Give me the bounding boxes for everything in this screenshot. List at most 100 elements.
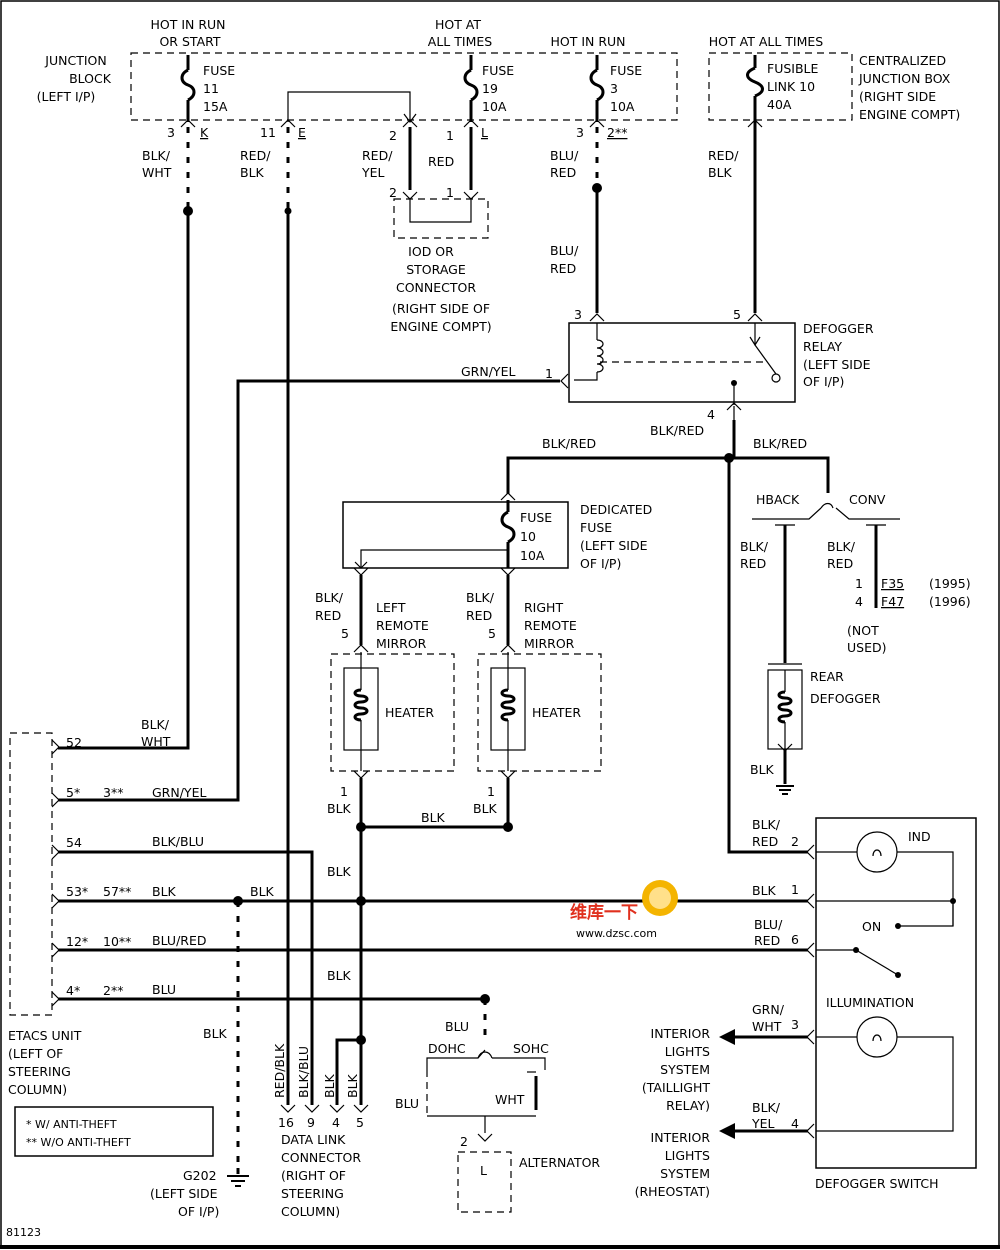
header-hot-run: HOT IN RUN [550,34,625,49]
centralized-junction-box-label: CENTRALIZED JUNCTION BOX (RIGHT SIDE ENG… [858,53,960,122]
svg-text:3**: 3** [103,785,123,800]
ground-g202-label: G202 (LEFT SIDE OF I/P) [150,1168,219,1219]
svg-text:1: 1 [855,576,863,591]
svg-text:19: 19 [482,81,498,96]
svg-text:RED: RED [740,556,766,571]
svg-text:BLOCK: BLOCK [69,71,112,86]
wire-red-blk-relay5: RED/ BLK [708,122,757,313]
svg-text:3: 3 [574,307,582,322]
svg-text:STORAGE: STORAGE [406,262,466,277]
svg-text:DOHC: DOHC [428,1041,466,1056]
svg-text:RED: RED [827,556,853,571]
svg-text:GRN/: GRN/ [752,1002,785,1017]
svg-text:RED: RED [550,261,576,276]
svg-text:维库一下: 维库一下 [570,902,638,923]
svg-text:INTERIOR: INTERIOR [651,1130,711,1145]
svg-text:RED/: RED/ [362,148,393,163]
svg-text:3: 3 [610,81,618,96]
svg-text:F35: F35 [881,576,904,591]
svg-text:(RIGHT OF: (RIGHT OF [281,1168,346,1183]
svg-text:BLU/: BLU/ [550,243,579,258]
svg-text:5: 5 [733,307,741,322]
svg-text:FUSE: FUSE [610,63,642,78]
svg-text:COLUMN): COLUMN) [8,1082,67,1097]
fuse-3: FUSE 3 10A [589,55,642,122]
svg-text:BLK: BLK [203,1026,228,1041]
svg-text:HEATER: HEATER [532,705,581,720]
svg-text:* W/ ANTI-THEFT: * W/ ANTI-THEFT [26,1118,117,1131]
svg-text:(1996): (1996) [929,594,971,609]
svg-text:REAR: REAR [810,669,844,684]
svg-text:ETACS UNIT: ETACS UNIT [8,1028,82,1043]
svg-text:CONNECTOR: CONNECTOR [281,1150,361,1165]
svg-text:BLK: BLK [152,884,177,899]
svg-text:DEFOGGER: DEFOGGER [810,691,881,706]
svg-text:BLK/BLU: BLK/BLU [152,834,204,849]
wire-blk-red-relay4: 4 BLK/RED BLK/RED BLK/RED [506,402,830,854]
svg-text:BLU: BLU [395,1096,419,1111]
svg-text:FUSIBLE: FUSIBLE [767,61,818,76]
legend: * W/ ANTI-THEFT ** W/O ANTI-THEFT [14,1106,214,1157]
wire-blu-alternator: BLU BLU [58,982,490,1040]
wire-red-blk-dlc16: RED/ BLK RED/BLK [240,127,292,1105]
junction-block-pins: 3 K 11 E 2 1 L 3 2** [167,119,763,143]
svg-text:BLK/: BLK/ [466,590,495,605]
svg-text:FUSE: FUSE [520,510,552,525]
rear-defogger: REAR DEFOGGER BLK [750,663,881,795]
svg-text:(RIGHT SIDE: (RIGHT SIDE [859,89,936,104]
svg-text:BLK: BLK [473,801,498,816]
svg-text:SYSTEM: SYSTEM [660,1166,710,1181]
svg-text:2: 2 [389,128,397,143]
alternator-option: DOHC SOHC BLU WHT [395,1041,549,1133]
wire-blk-wht-etacs52: BLK/ WHT BLK/ WHT [58,127,193,750]
svg-text:1: 1 [791,882,799,897]
svg-text:STEERING: STEERING [281,1186,344,1201]
svg-text:DATA LINK: DATA LINK [281,1132,346,1147]
svg-text:OR START: OR START [159,34,220,49]
svg-text:BLK/: BLK/ [142,148,171,163]
svg-text:15A: 15A [203,99,228,114]
svg-text:RED: RED [428,154,454,169]
svg-text:2**: 2** [103,983,123,998]
svg-text:(LEFT SIDE: (LEFT SIDE [803,357,871,372]
wire-blk-blu-dlc9: BLK/BLU BLK/BLU [58,834,314,1105]
svg-text:11: 11 [260,125,276,140]
defogger-relay-internals: 3 5 [574,307,781,405]
svg-text:G202: G202 [183,1168,217,1183]
svg-text:HOT AT: HOT AT [435,17,481,32]
alternator: 2 L ALTERNATOR [457,1133,600,1213]
svg-text:RED: RED [754,933,780,948]
svg-text:10: 10 [520,529,536,544]
svg-text:BLK: BLK [322,1073,337,1098]
etacs-label: ETACS UNIT (LEFT OF STEERING COLUMN) [8,1028,82,1097]
svg-text:1: 1 [487,784,495,799]
svg-text:BLU: BLU [445,1019,469,1034]
left-mirror-heater: HEATER [330,644,455,779]
svg-text:ALL TIMES: ALL TIMES [428,34,492,49]
svg-text:INTERIOR: INTERIOR [651,1026,711,1041]
svg-text:WHT: WHT [141,734,171,749]
fuse-10: FUSE 10 10A [354,492,552,569]
interior-lights-rheostat: BLK/ YEL INTERIOR LIGHTS SYSTEM (RHEOSTA… [635,1100,808,1199]
svg-text:BLK/: BLK/ [141,717,170,732]
fusible-link-10: FUSIBLE LINK 10 40A [746,55,818,122]
etacs-unit-box [9,732,53,1016]
svg-text:L: L [481,125,488,140]
svg-text:STEERING: STEERING [8,1064,71,1079]
svg-text:BLU/RED: BLU/RED [152,933,207,948]
svg-text:RELAY): RELAY) [666,1098,710,1113]
svg-text:4: 4 [707,407,715,422]
watermark-logo: 维库一下 www.dzsc.com [570,880,678,940]
svg-text:RED: RED [466,608,492,623]
svg-text:1: 1 [446,185,454,200]
svg-text:MIRROR: MIRROR [524,636,575,651]
svg-text:OF I/P): OF I/P) [580,556,621,571]
wire-red-iod: RED [428,127,473,190]
svg-text:REMOTE: REMOTE [376,618,429,633]
svg-text:RIGHT: RIGHT [524,600,563,615]
svg-text:SOHC: SOHC [513,1041,549,1056]
rear-defogger-option: HBACK CONV BLK/ RED BLK/ RED 1 F35 (1995… [740,492,971,663]
svg-text:2**: 2** [607,125,627,140]
left-mirror-wire: BLK/ RED 5 LEFT REMOTE MIRROR [315,575,429,651]
svg-text:LEFT: LEFT [376,600,406,615]
